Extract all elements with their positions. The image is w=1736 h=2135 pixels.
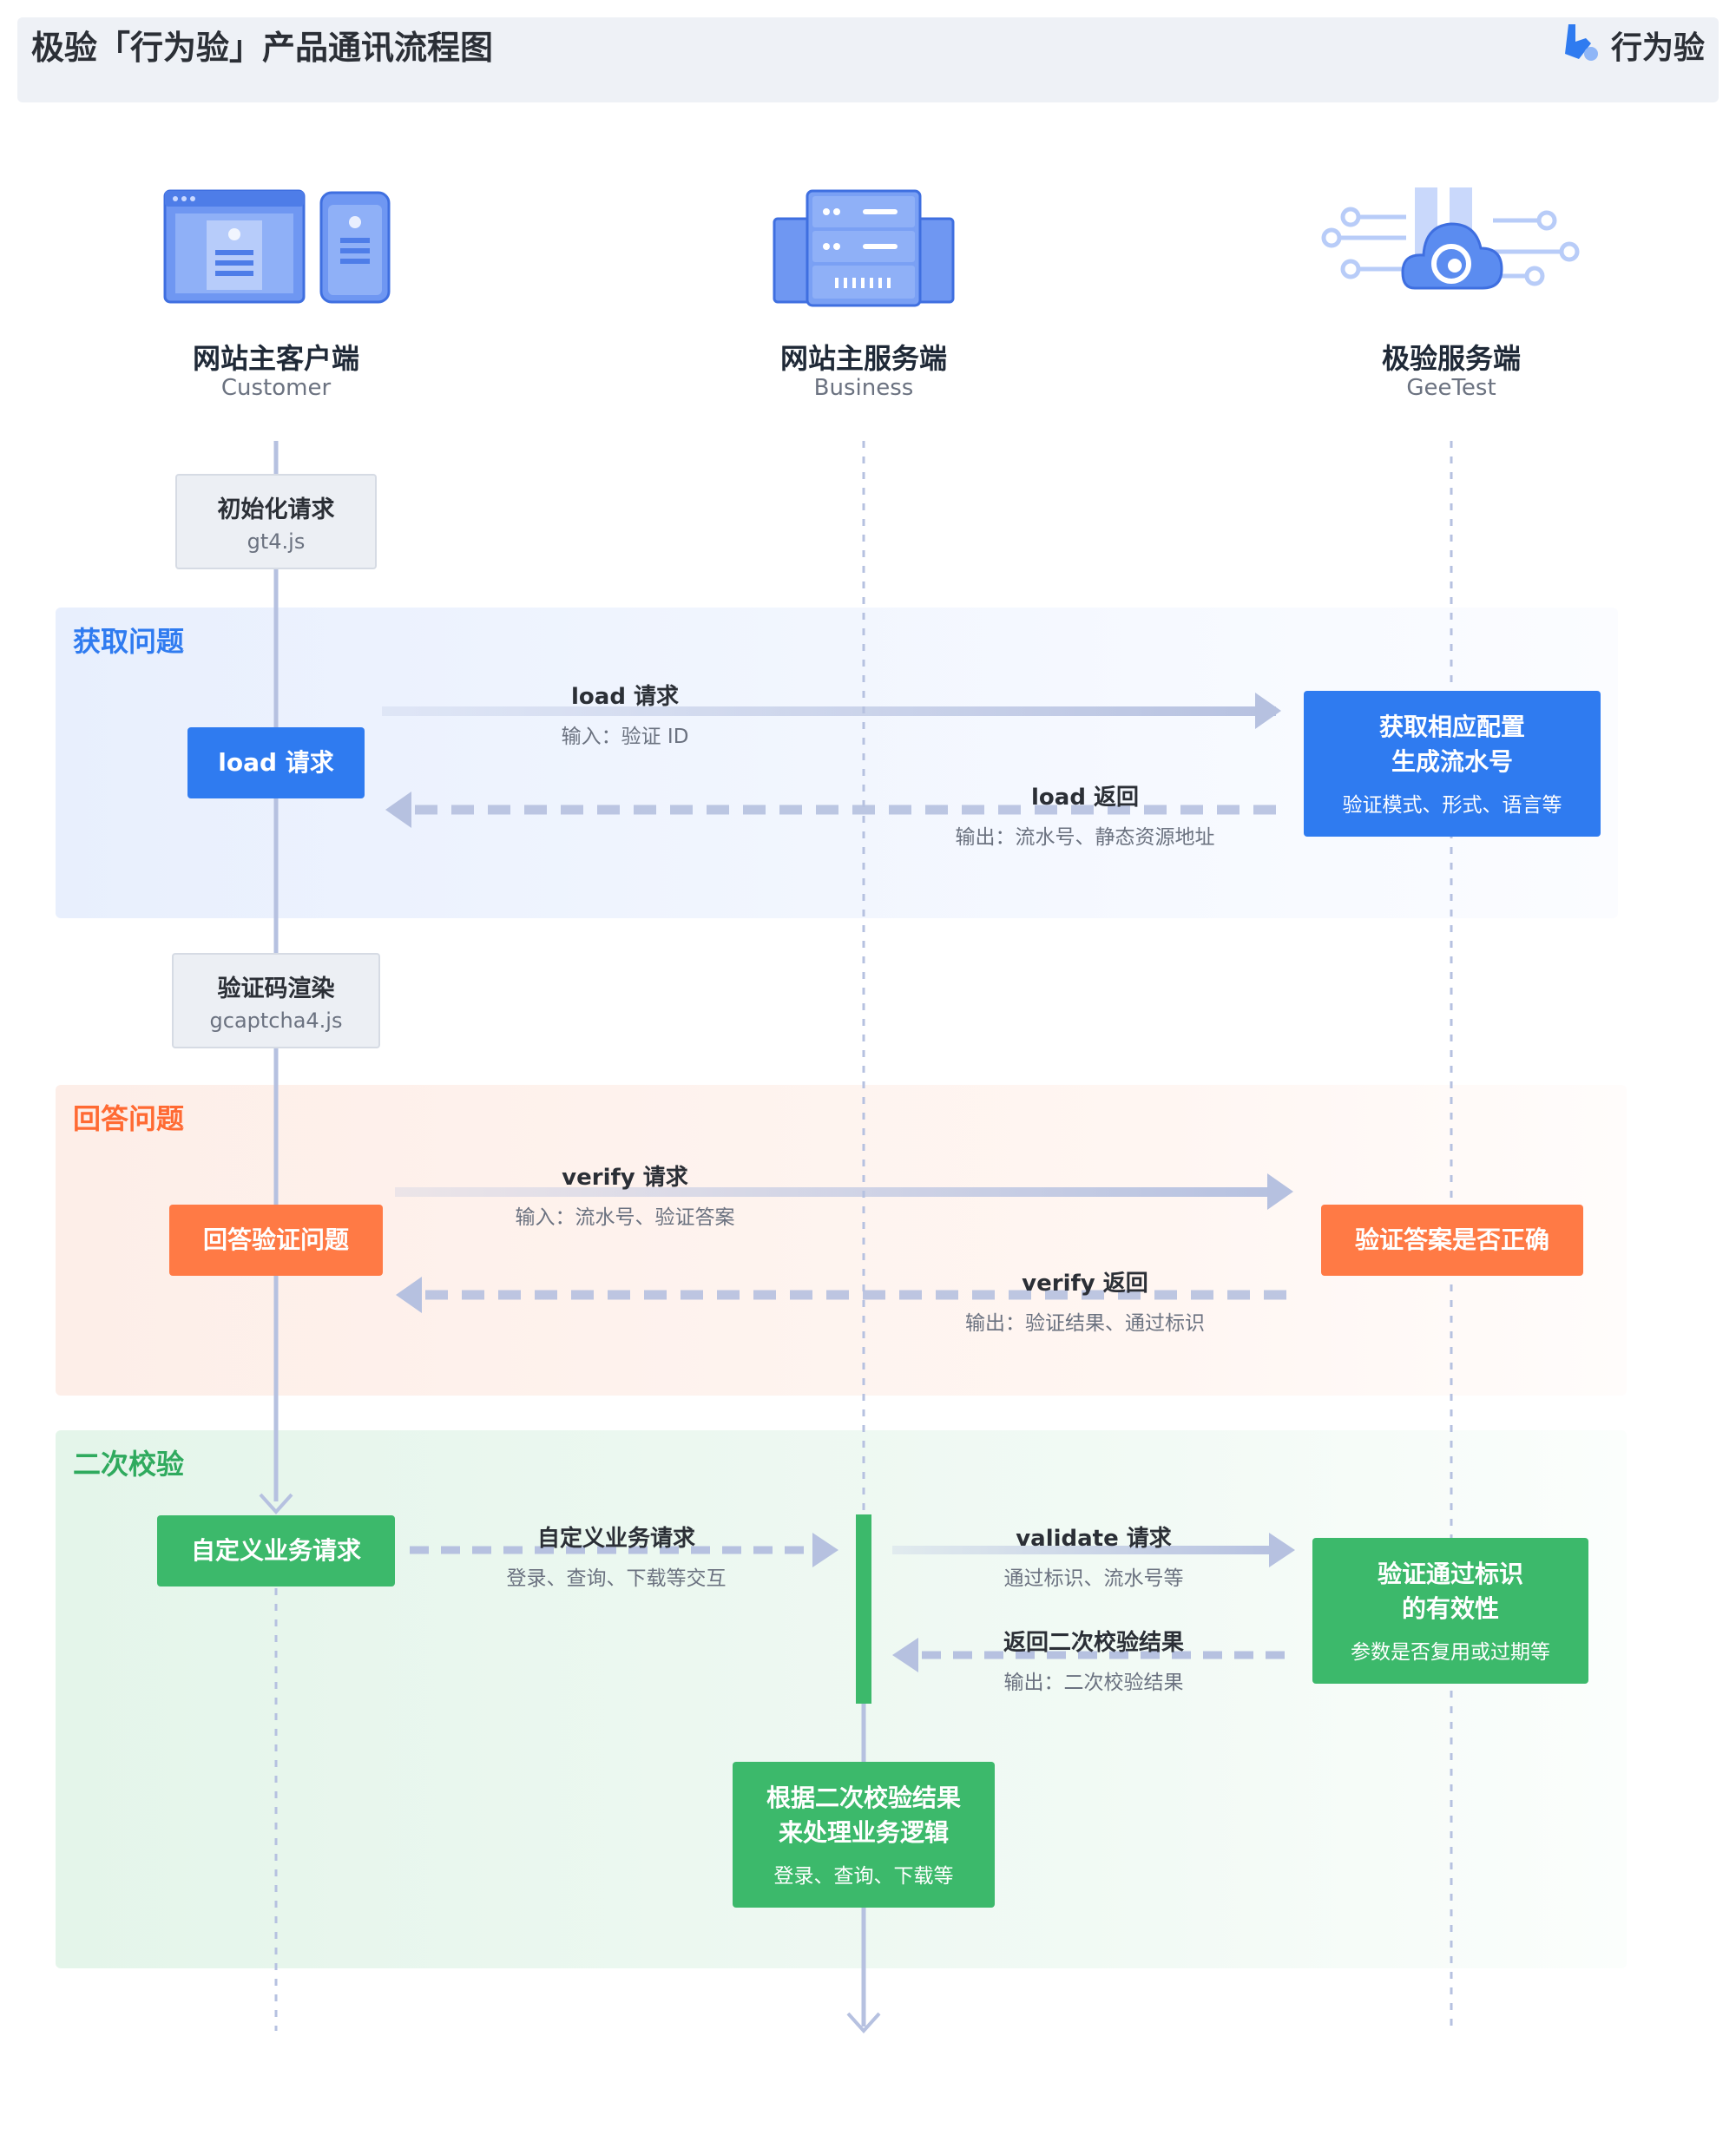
custom-business-request-label: 自定义业务请求 xyxy=(190,1536,361,1565)
custom-request-label: 自定义业务请求 登录、查询、下载等交互 xyxy=(486,1521,746,1591)
verify-request-arrow xyxy=(395,1187,1280,1197)
answer-question-box: 回答验证问题 xyxy=(169,1205,383,1276)
load-request-arrowhead xyxy=(1255,693,1281,729)
customer-lifeline-arrowhead xyxy=(259,1493,293,1514)
actor-geetest-subtitle: GeeTest xyxy=(1406,375,1496,401)
geetest-config-box: 获取相应配置 生成流水号 验证模式、形式、语言等 xyxy=(1304,691,1601,837)
verify-request-arrowhead xyxy=(1267,1173,1293,1210)
init-request-file: gt4.js xyxy=(247,529,306,554)
business-logic-line1: 根据二次校验结果 xyxy=(766,1784,961,1812)
load-response-arrowhead xyxy=(385,792,411,828)
brand-label: 行为验 xyxy=(1610,30,1705,66)
validate-response-title: 返回二次校验结果 xyxy=(1003,1630,1184,1656)
validate-request-arrowhead xyxy=(1269,1533,1295,1567)
verify-response-arrowhead xyxy=(396,1277,422,1313)
custom-business-request-box: 自定义业务请求 xyxy=(157,1515,395,1586)
server-icon xyxy=(773,189,955,307)
validate-request-title: validate 请求 xyxy=(1016,1526,1172,1552)
business-logic-line2: 来处理业务逻辑 xyxy=(778,1818,949,1847)
load-request-arrow xyxy=(382,706,1276,716)
load-request-label: load 请求 输入：验证 ID xyxy=(486,679,764,749)
verify-request-sub: 输入：流水号、验证答案 xyxy=(515,1206,735,1229)
verify-response-sub: 输出：验证结果、通过标识 xyxy=(965,1312,1205,1335)
brand-logo-icon xyxy=(1565,24,1598,61)
geetest-config-line2: 生成流水号 xyxy=(1391,747,1513,776)
validate-request-label: validate 请求 通过标识、流水号等 xyxy=(963,1521,1224,1591)
load-request-sub: 输入：验证 ID xyxy=(561,726,689,748)
business-activation-bar xyxy=(856,1514,871,1704)
captcha-render-file: gcaptcha4.js xyxy=(209,1008,343,1033)
business-logic-box: 根据二次校验结果 来处理业务逻辑 登录、查询、下载等 xyxy=(733,1762,995,1908)
actor-business-subtitle: Business xyxy=(813,375,914,401)
verify-request-title: verify 请求 xyxy=(562,1165,688,1191)
section-title-answer: 回答问题 xyxy=(73,1102,185,1135)
verify-answer-label: 验证答案是否正确 xyxy=(1354,1225,1549,1254)
verify-response-title: verify 返回 xyxy=(1022,1271,1148,1297)
validate-response-label: 返回二次校验结果 输出：二次校验结果 xyxy=(963,1625,1224,1695)
load-response-title: load 返回 xyxy=(1031,785,1139,811)
section-title-second-check: 二次校验 xyxy=(73,1448,185,1481)
geetest-config-sub: 验证模式、形式、语言等 xyxy=(1342,794,1562,817)
business-logic-sub: 登录、查询、下载等 xyxy=(773,1865,954,1888)
init-request-title: 初始化请求 xyxy=(217,496,335,523)
page-title: 极验「行为验」产品通讯流程图 xyxy=(31,29,494,67)
geetest-cloud-icon xyxy=(1321,187,1580,290)
validate-token-box: 验证通过标识 的有效性 参数是否复用或过期等 xyxy=(1312,1538,1588,1684)
validate-response-sub: 输出：二次校验结果 xyxy=(1003,1672,1184,1694)
actor-customer-title: 网站主客户端 xyxy=(192,342,359,375)
load-response-label: load 返回 输出：流水号、静态资源地址 xyxy=(929,779,1241,850)
custom-request-arrowhead xyxy=(812,1533,838,1567)
validate-token-sub: 参数是否复用或过期等 xyxy=(1351,1641,1550,1664)
validate-token-line2: 的有效性 xyxy=(1401,1594,1499,1623)
init-request-box: 初始化请求 gt4.js xyxy=(175,474,377,569)
custom-request-sub: 登录、查询、下载等交互 xyxy=(506,1567,727,1590)
load-request-box-label: load 请求 xyxy=(218,748,334,777)
geetest-config-line1: 获取相应配置 xyxy=(1378,713,1525,741)
load-response-sub: 输出：流水号、静态资源地址 xyxy=(955,826,1215,849)
verify-response-label: verify 返回 输出：验证结果、通过标识 xyxy=(929,1265,1241,1336)
captcha-render-box: 验证码渲染 gcaptcha4.js xyxy=(172,953,380,1048)
load-request-box: load 请求 xyxy=(187,727,365,798)
validate-request-sub: 通过标识、流水号等 xyxy=(1003,1567,1184,1590)
actor-customer-subtitle: Customer xyxy=(220,375,332,401)
section-title-get-question: 获取问题 xyxy=(73,625,185,658)
captcha-render-title: 验证码渲染 xyxy=(217,975,335,1002)
custom-request-title: 自定义业务请求 xyxy=(536,1526,695,1552)
verify-answer-box: 验证答案是否正确 xyxy=(1321,1205,1583,1276)
verify-request-label: verify 请求 输入：流水号、验证答案 xyxy=(486,1159,764,1230)
header-bar xyxy=(17,17,1719,102)
answer-question-label: 回答验证问题 xyxy=(202,1225,349,1254)
validate-response-arrowhead xyxy=(892,1638,918,1672)
load-request-title: load 请求 xyxy=(571,684,679,710)
validate-request-arrow xyxy=(892,1546,1274,1554)
business-lifeline-arrowhead xyxy=(846,2012,881,2033)
actor-business-title: 网站主服务端 xyxy=(779,342,947,375)
client-devices-icon xyxy=(163,189,391,304)
actor-geetest-title: 极验服务端 xyxy=(1381,342,1521,375)
validate-token-line1: 验证通过标识 xyxy=(1377,1560,1523,1588)
